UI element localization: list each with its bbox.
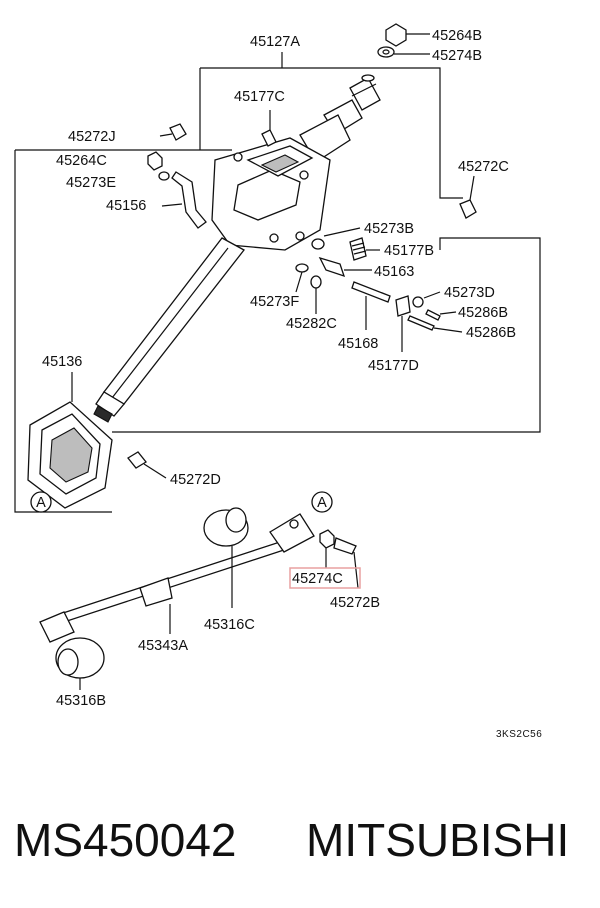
column-lower-tube [93,237,245,423]
diagram-code: 3KS2C56 [496,729,542,740]
label-45264C: 45264C [56,153,107,169]
label-45177C: 45177C [234,89,285,105]
bolt-45272J [159,123,187,141]
washer-45273F [295,263,309,293]
bushing-45316C [203,507,249,608]
ref-circle-a-1-label: A [36,495,46,511]
lower-shaft-45343A [39,513,315,643]
label-45274C: 45274C [292,571,343,587]
label-45272B: 45272B [330,595,380,611]
label-45127A: 45127A [250,34,300,50]
label-45264B: 45264B [432,28,482,44]
washer-45273E [158,171,170,181]
label-45273D: 45273D [444,285,495,301]
washer-45282C [310,275,322,314]
spring-45177D [395,295,411,352]
spring-45177C [261,110,277,147]
footer-part-number: MS450042 [14,814,237,866]
nut-45264B [385,23,430,47]
bushing-45316B [55,637,105,690]
clamp-45156 [161,171,207,229]
ref-circle-a-1 [30,491,52,513]
pin-45286B-1 [425,309,457,321]
label-45136: 45136 [42,354,82,370]
ref-circle-a-2-label: A [317,495,327,511]
nut-45274C [319,529,335,568]
bolt-45168 [351,281,391,330]
label-45163: 45163 [374,264,414,280]
label-45316C: 45316C [204,617,255,633]
label-45168: 45168 [338,336,378,352]
assembly-outline [14,67,541,513]
bolt-45272C [459,175,477,219]
label-45273F: 45273F [250,294,299,310]
washer-45273D [412,291,441,308]
bolt-45272D [127,451,167,479]
label-45343A: 45343A [138,638,188,654]
column-bracket-body [211,137,331,251]
label-45282C: 45282C [286,316,337,332]
spring-45177B [349,237,380,261]
label-45286B-1: 45286B [458,305,508,321]
boot-45136 [27,372,113,509]
column-upper-shaft [299,74,381,163]
washer-45274B [377,46,430,58]
label-45156: 45156 [106,198,146,214]
washer-45273B [311,227,361,250]
label-45272J: 45272J [68,129,116,145]
label-45272C: 45272C [458,159,509,175]
label-45177B: 45177B [384,243,434,259]
bolt-45272B [333,537,359,589]
label-45272D: 45272D [170,472,221,488]
label-45273B: 45273B [364,221,414,237]
pin-45286B-2 [407,315,463,333]
label-45316B: 45316B [56,693,106,709]
lever-45163 [318,256,372,278]
highlight-45274C [289,567,361,589]
footer-brand: MITSUBISHI [306,814,569,866]
label-45274B: 45274B [432,48,482,64]
label-45273E: 45273E [66,175,116,191]
label-45286B-2: 45286B [466,325,516,341]
ref-circle-a-2 [311,491,333,513]
label-45177D: 45177D [368,358,419,374]
nut-45264C [147,151,163,171]
